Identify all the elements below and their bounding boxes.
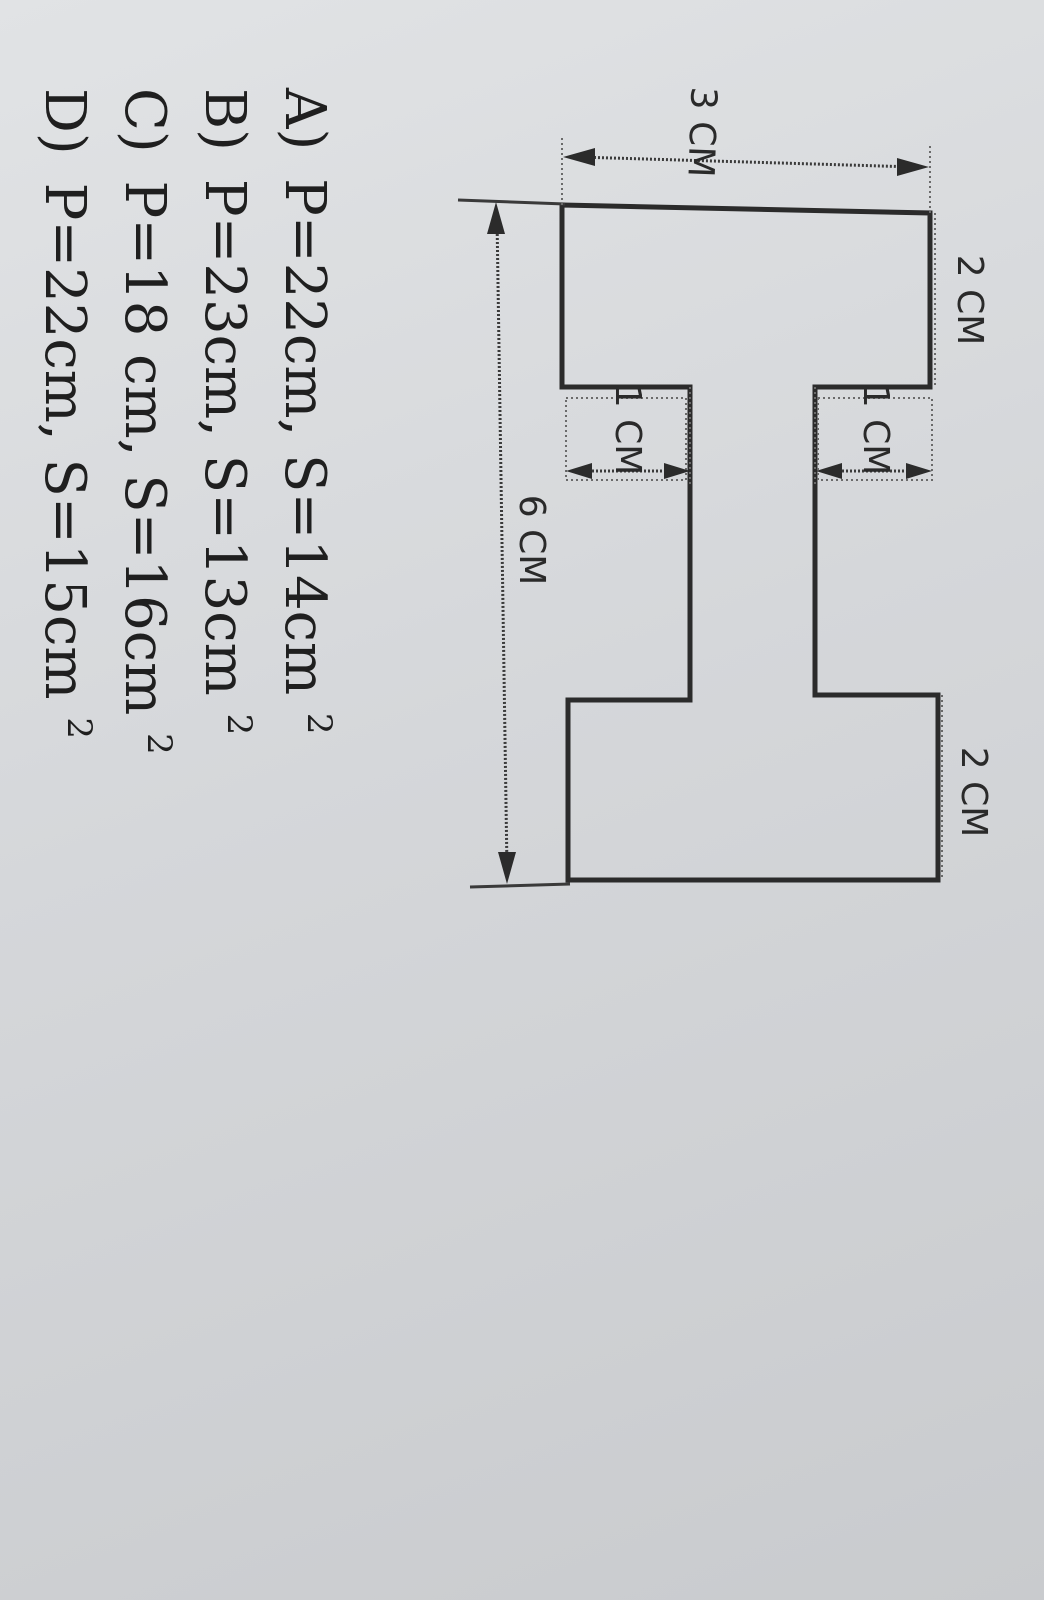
option-d-text: P=22cm, S=15cm bbox=[32, 183, 97, 700]
option-b-letter: B) bbox=[192, 88, 257, 151]
notch-right-label-box bbox=[817, 397, 933, 481]
top-width-dimension bbox=[577, 155, 916, 169]
option-b-sup: 2 bbox=[219, 714, 259, 736]
top-width-arrow-right bbox=[897, 158, 929, 176]
shape-outline bbox=[559, 202, 941, 883]
option-c-sup: 2 bbox=[139, 733, 179, 755]
notch-left-label-box bbox=[565, 397, 687, 481]
notch-left-arrow-a bbox=[566, 463, 592, 479]
top-width-label: 3 CM bbox=[679, 86, 723, 178]
option-a[interactable]: A) P=22cm, S=14cm 2 bbox=[272, 87, 339, 735]
option-a-letter: A) bbox=[272, 87, 337, 150]
option-b-text: P=23cm, S=13cm bbox=[192, 179, 257, 696]
total-height-arrow-top bbox=[487, 202, 505, 234]
notch-right-arrow-b bbox=[906, 463, 932, 479]
diagram: 3 CM 2 CM 1 CM 1 CM 6 CM 2 CM bbox=[457, 86, 994, 889]
bottom-reference-line bbox=[469, 882, 571, 889]
bottom-height-label: 2 CM bbox=[953, 747, 994, 838]
option-a-text: P=22cm, S=14cm bbox=[272, 178, 337, 695]
option-d-sup: 2 bbox=[59, 717, 99, 739]
option-a-sup: 2 bbox=[299, 713, 339, 735]
top-height-label: 2 CM bbox=[949, 255, 990, 346]
option-d[interactable]: D) P=22cm, S=15cm 2 bbox=[32, 88, 99, 739]
notch-left-arrow-b bbox=[664, 463, 690, 479]
option-c-letter: C) bbox=[112, 88, 177, 153]
total-height-label: 6 CM bbox=[511, 495, 552, 586]
notch-right-arrow-a bbox=[816, 463, 842, 479]
notch-right-label: 1 CM bbox=[855, 385, 896, 476]
answer-options: A) P=22cm, S=14cm 2 B) P=23cm, S=13cm 2 … bbox=[32, 87, 339, 755]
option-c[interactable]: C) P=18 cm, S=16cm 2 bbox=[112, 88, 179, 755]
option-d-letter: D) bbox=[32, 88, 97, 155]
option-b[interactable]: B) P=23cm, S=13cm 2 bbox=[192, 88, 259, 735]
total-height-arrow-bottom bbox=[498, 852, 516, 884]
total-height-dimension bbox=[495, 217, 509, 869]
top-width-arrow-left bbox=[563, 148, 595, 166]
top-reference-line bbox=[457, 198, 566, 206]
option-c-text: P=18 cm, S=16cm bbox=[112, 181, 177, 716]
notch-left-label: 1 CM bbox=[607, 385, 648, 476]
